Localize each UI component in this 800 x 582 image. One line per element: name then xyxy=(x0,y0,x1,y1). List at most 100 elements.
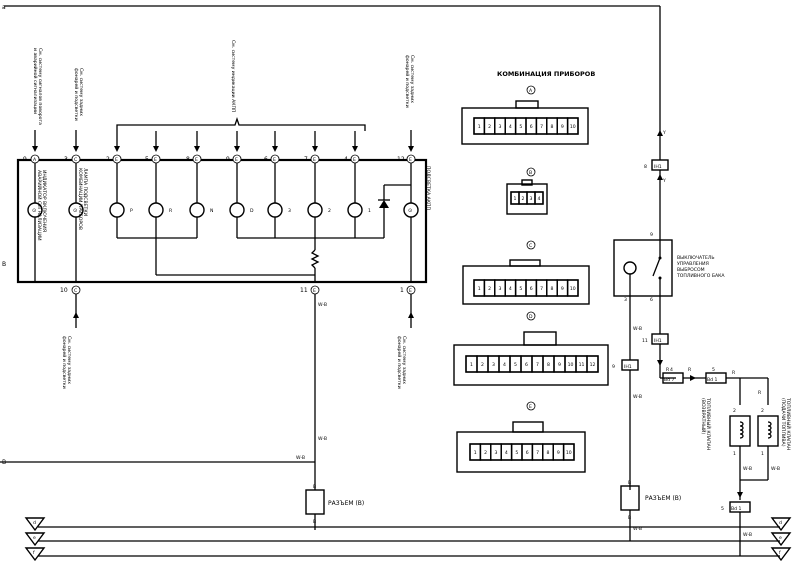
connector-c-pin-number: 7 xyxy=(540,286,543,292)
svg-text:9: 9 xyxy=(612,364,615,370)
svg-text:W-B: W-B xyxy=(318,302,327,308)
svg-text:2: 2 xyxy=(733,408,736,414)
svg-text:f: f xyxy=(33,550,35,556)
connector-e-pin-cell xyxy=(562,443,575,461)
svg-text:A: A xyxy=(529,88,533,94)
note-bottom-left: См. систему задних фонарей и подсветки xyxy=(61,336,72,389)
svg-text:3: 3 xyxy=(624,297,627,303)
connector-e-pin-number: 9 xyxy=(557,450,560,456)
top-pins: 9 A 3 C 2 E 5 E 8 E 9 E 6 E 7 E 4 E 12 E xyxy=(23,154,416,164)
svg-text:8: 8 xyxy=(644,164,647,170)
svg-text:2: 2 xyxy=(328,208,331,214)
pin-conn: E xyxy=(154,157,157,163)
connector-b-pin-cell xyxy=(534,191,544,205)
connector-d-pin-number: 10 xyxy=(568,362,574,368)
connector-a-pin-number: 6 xyxy=(530,124,533,130)
connector-a-pin-number: 9 xyxy=(561,124,564,130)
at-lamps: P R N D 3 2 1 xyxy=(109,163,371,282)
svg-text:фонарей и подсветки: фонарей и подсветки xyxy=(396,336,403,389)
svg-text:W-B: W-B xyxy=(633,394,642,400)
splice-left: B B РАЗЪЕМ (B) xyxy=(305,484,364,530)
connector-a-pin-number: 10 xyxy=(570,124,576,130)
pin-label: 12 xyxy=(397,156,405,163)
connector-e-pin-number: 3 xyxy=(495,450,498,456)
note-hazard-text: См. систему сигналов поворота xyxy=(37,48,43,125)
connector-b-pin-number: 1 xyxy=(514,196,517,202)
svg-text:Bd 1: Bd 1 xyxy=(707,377,718,383)
svg-text:Bd 1: Bd 1 xyxy=(731,506,742,512)
hazard-label: ИНДИКАТОР ВКЛЮЧЕНИЯ АВАРИЙНОЙ СИГНАЛИЗАЦ… xyxy=(36,170,47,241)
connector-d-pin-number: 2 xyxy=(481,362,484,368)
svg-text:E: E xyxy=(313,288,316,294)
connector-d-pin-number: 12 xyxy=(590,362,596,368)
connector-d-pin-number: 11 xyxy=(579,362,585,368)
pin-label: 7 xyxy=(304,156,308,163)
pin-conn: C xyxy=(74,157,77,163)
svg-text:IH1: IH1 xyxy=(624,364,632,370)
connector-e-pin-number: 4 xyxy=(505,450,508,456)
svg-text:⊙: ⊙ xyxy=(408,208,412,214)
connector-c-pin-number: 1 xyxy=(478,286,481,292)
connector-a-pin-number: 8 xyxy=(551,124,554,130)
connector-a-pin-number: 2 xyxy=(488,124,491,130)
svg-text:R: R xyxy=(758,390,762,396)
svg-text:ЛАМПА ПОДСВЕТКИ: ЛАМПА ПОДСВЕТКИ xyxy=(82,168,88,216)
connector-b-pin-number: 4 xyxy=(538,196,541,202)
svg-text:W-B: W-B xyxy=(296,455,305,461)
svg-text:РАЗЪЕМ (B): РАЗЪЕМ (B) xyxy=(328,500,364,507)
svg-text:3: 3 xyxy=(288,208,291,214)
pin-label: 8 xyxy=(186,156,190,163)
valve-labels: ТОПЛИВНЫЙ КЛАПАН (ВОЗВРАТНЫЙ) xyxy=(700,397,712,450)
pin-label: 6 xyxy=(264,156,268,163)
svg-text:(ВОЗВРАТНЫЙ): (ВОЗВРАТНЫЙ) xyxy=(700,398,707,434)
svg-text:1: 1 xyxy=(733,451,736,457)
note-rear-lights: См. систему задних фонарей и подсветки xyxy=(73,68,84,121)
connector-a-pin-number: 3 xyxy=(499,124,502,130)
svg-text:10: 10 xyxy=(60,287,68,294)
ref-top-left: a xyxy=(2,4,6,11)
svg-text:⊙: ⊙ xyxy=(73,208,77,214)
note-rear2-text2: фонарей и подсветки xyxy=(404,55,411,108)
connector-a-pin-number: 7 xyxy=(540,124,543,130)
pin-conn: E xyxy=(409,157,412,163)
svg-text:R: R xyxy=(688,367,692,373)
note-rear-text: См. систему задних xyxy=(78,68,84,116)
switch-label: ВЫКЛЮЧАТЕЛЬ xyxy=(677,255,715,261)
connector-c-pin-number: 10 xyxy=(570,286,576,292)
lamp-hazard: ⊙ xyxy=(27,163,43,282)
note-at: См. систему индикации АКПП xyxy=(230,40,236,112)
svg-text:См. систему задних: См. систему задних xyxy=(66,336,72,384)
connector-c-pin-number: 3 xyxy=(499,286,502,292)
cluster-label: ЛАМПА ПОДСВЕТКИ КОМБИНАЦИИ ПРИБОРОВ xyxy=(77,168,88,230)
svg-text:РАЗЪЕМ (B): РАЗЪЕМ (B) xyxy=(645,495,681,502)
svg-text:⊙: ⊙ xyxy=(32,208,36,214)
svg-text:f: f xyxy=(779,550,781,556)
svg-text:11: 11 xyxy=(642,338,648,344)
svg-text:11: 11 xyxy=(300,287,308,294)
svg-text:4: 4 xyxy=(670,367,673,373)
right-circuit: Y IH1 8 Y 9 3 6 ВЫКЛЮЧАТЕЛЬ УПРАВЛЕНИЯ В… xyxy=(4,5,780,556)
svg-text:5: 5 xyxy=(712,367,715,373)
connector-e-pin-number: 10 xyxy=(566,450,572,456)
note-rear-text2: фонарей и подсветки xyxy=(73,68,80,121)
connector-c-pin-number: 9 xyxy=(561,286,564,292)
svg-text:D: D xyxy=(529,314,533,320)
svg-text:ТОПЛИВНЫЙ КЛАПАН: ТОПЛИВНЫЙ КЛАПАН xyxy=(705,397,712,450)
pin-conn: E xyxy=(313,157,316,163)
connector-a-pin-cell xyxy=(566,117,579,135)
connector-e-pin-number: 2 xyxy=(484,450,487,456)
connector-d: D xyxy=(453,311,609,386)
pin-conn: E xyxy=(235,157,238,163)
connector-d-pin-number: 5 xyxy=(514,362,517,368)
svg-text:E: E xyxy=(529,404,532,410)
note-rear-lights2: См. систему задних фонарей и подсветки xyxy=(404,55,415,108)
connector-d-pin-number: 1 xyxy=(470,362,473,368)
connector-c-pin-cell xyxy=(566,279,579,297)
valve-labels-2: ТОПЛИВНЫЙ КЛАПАН (ПОДАЧИ ТОПЛИВА) xyxy=(780,397,792,450)
connector-e-pin-number: 5 xyxy=(515,450,518,456)
svg-text:фонарей и подсветки: фонарей и подсветки xyxy=(61,336,68,389)
pin-label: 5 xyxy=(145,156,149,163)
svg-text:D: D xyxy=(250,208,254,214)
pin-conn: E xyxy=(115,157,118,163)
